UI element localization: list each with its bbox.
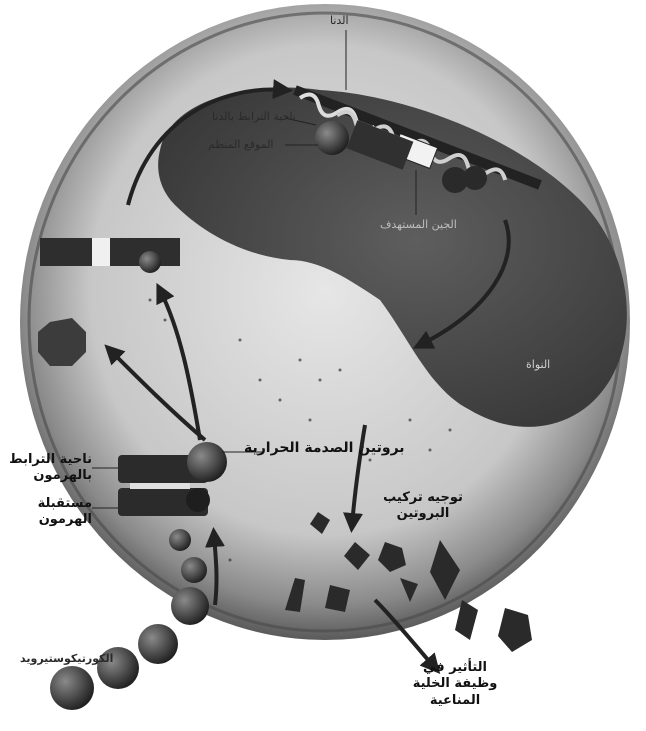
label-nucleus: النواة — [526, 358, 550, 372]
label-hormone-receptor: مستقبلة الهرمون — [0, 496, 92, 529]
label-heat-shock-protein: بروتين الصدمة الحرارية — [244, 440, 405, 458]
label-regulatory-site: الموقع المنظم — [208, 138, 274, 152]
label-hormone-binding-region: ناحية الترابط بالهرمون — [0, 452, 92, 485]
label-dna: الدنا — [330, 14, 349, 28]
bound-hormone-ball — [315, 121, 349, 155]
arrow-entry — [214, 535, 217, 605]
label-protein-synthesis-direction: توجيه تركيب البروتين — [368, 490, 478, 523]
label-effect-on-immune-cell: التأثير في وظيفة الخلية المناعية — [400, 660, 510, 709]
heat-shock-protein-ball — [187, 442, 227, 482]
label-corticosteroid: الكورتيكوستيرويد — [20, 652, 113, 666]
label-dna-binding-region: ناحية الترابط بالدنا — [212, 110, 296, 124]
label-target-gene: الجين المستهدف — [380, 218, 457, 232]
